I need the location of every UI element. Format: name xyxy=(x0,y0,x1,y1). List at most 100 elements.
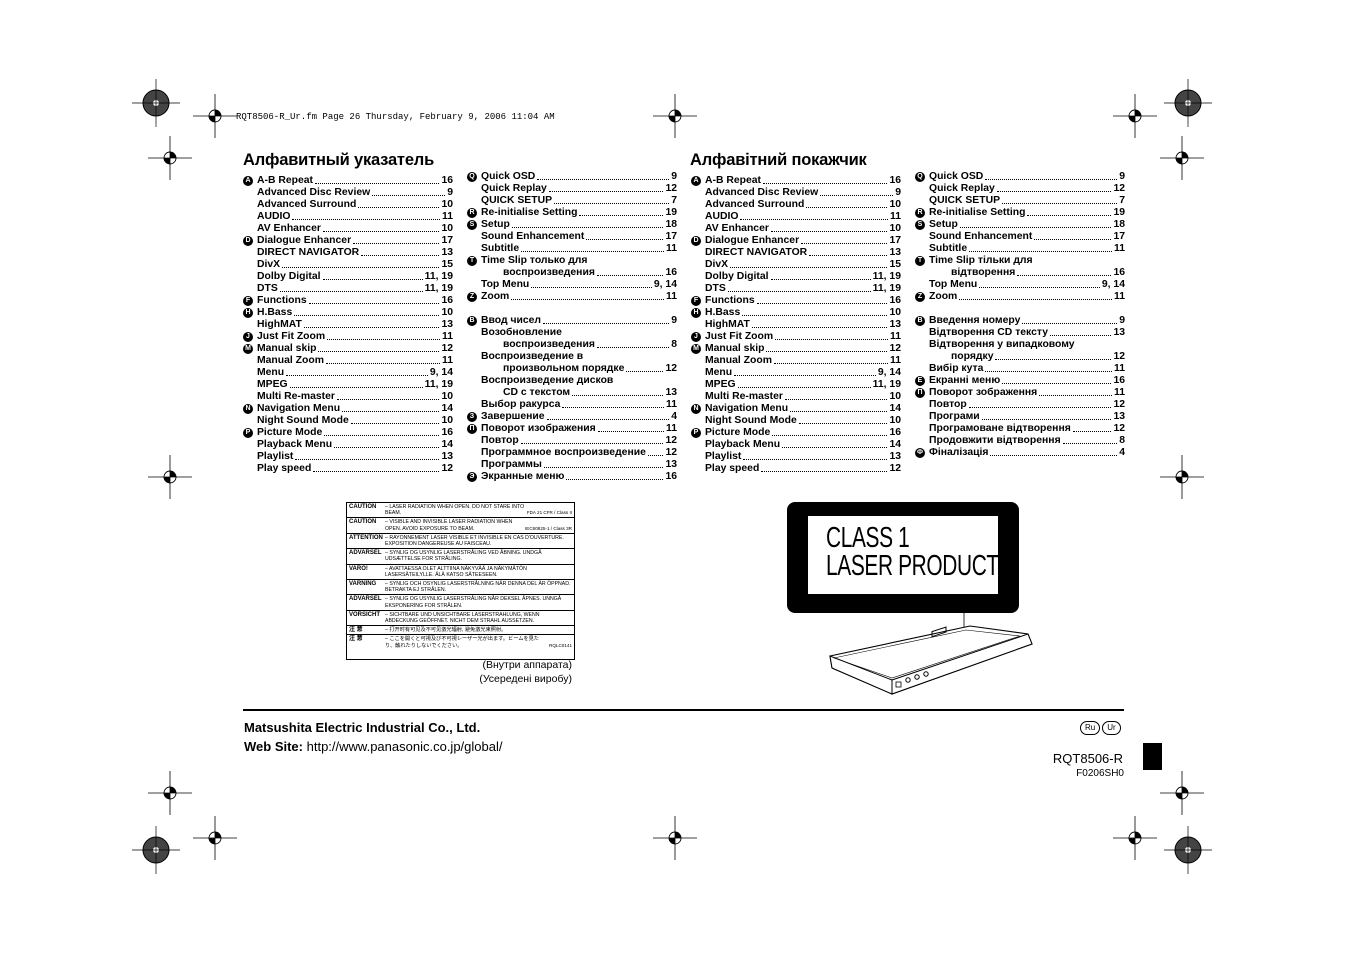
entry-text: DIRECT NAVIGATOR xyxy=(257,247,360,258)
entry-page: 12 xyxy=(665,363,677,374)
entry-text: Functions xyxy=(705,295,755,306)
caution-row: VORSICHT– SICHTBARE UND UNSICHTBARE LASE… xyxy=(347,611,574,627)
letter-badge: R xyxy=(915,208,925,218)
entry-page: 11, 19 xyxy=(872,379,901,390)
entry-text: Advanced Surround xyxy=(257,199,357,210)
entry-text: Subtitle xyxy=(481,243,520,254)
entry-page: 14 xyxy=(441,439,453,450)
website-url[interactable]: http://www.panasonic.co.jp/global/ xyxy=(306,739,503,754)
entry-page: 11 xyxy=(1114,291,1125,302)
index-entry: Відтворення у випадковому xyxy=(915,339,1125,351)
entry-page: 16 xyxy=(665,471,677,482)
entry-page: 10 xyxy=(889,199,901,210)
entry-page: 12 xyxy=(889,343,901,354)
entry-text: Воспроизведение дисков xyxy=(481,375,614,386)
entry-page: 9, 14 xyxy=(653,279,677,290)
entry-text: Відтворення у випадковому xyxy=(929,339,1075,350)
entry-text: Multi Re-master xyxy=(257,391,335,402)
letter-badge: A xyxy=(243,176,253,186)
entry-page: 14 xyxy=(889,439,901,450)
entry-page: 11 xyxy=(890,211,901,222)
entry-page: 10 xyxy=(889,223,901,234)
entry-page: 10 xyxy=(441,223,453,234)
letter-badge: J xyxy=(691,332,701,342)
entry-page: 9 xyxy=(1119,171,1125,182)
entry-page: 17 xyxy=(1113,231,1125,242)
caption-ru: (Внутри аппарата) xyxy=(482,659,572,671)
entry-page: 8 xyxy=(671,339,677,350)
class1-laser-label: CLASS 1 LASER PRODUCT xyxy=(787,502,1019,613)
entry-text: Functions xyxy=(257,295,307,306)
caution-row: ADVARSEL– SYNLIG OG USYNLIG LASERSTRÅLIN… xyxy=(347,595,574,611)
entry-page: 18 xyxy=(665,219,677,230)
entry-text: Dialogue Enhancer xyxy=(705,235,800,246)
entry-text: Playlist xyxy=(257,451,294,462)
entry-page: 10 xyxy=(889,391,901,402)
entry-page: 12 xyxy=(1113,351,1125,362)
entry-page: 11 xyxy=(666,243,677,254)
index-entry: Воспроизведение в xyxy=(467,351,677,363)
index-entry: Advanced Surround 10 xyxy=(243,199,453,211)
entry-text: DivX xyxy=(257,259,281,270)
entry-text: Програми xyxy=(929,411,980,422)
index-entry: DIRECT NAVIGATOR 13 xyxy=(243,247,453,259)
entry-text: Dolby Digital xyxy=(257,271,321,282)
entry-page: 10 xyxy=(441,307,453,318)
entry-text: Воспроизведение в xyxy=(481,351,584,362)
entry-page: 10 xyxy=(441,199,453,210)
entry-page: 13 xyxy=(441,247,453,258)
entry-text: HighMAT xyxy=(257,319,302,330)
lang-badge-uk: Ur xyxy=(1102,721,1121,735)
entry-page: 13 xyxy=(441,319,453,330)
website-line: Web Site: http://www.panasonic.co.jp/glo… xyxy=(244,739,502,754)
entry-page: 4 xyxy=(671,411,677,422)
entry-page: 16 xyxy=(889,295,901,306)
entry-text: Повтор xyxy=(481,435,519,446)
entry-text: Just Fit Zoom xyxy=(257,331,326,342)
caution-label: CAUTION– LASER RADIATION WHEN OPEN. DO N… xyxy=(346,502,575,660)
entry-text: Поворот изображения xyxy=(481,423,596,434)
caution-row: 注 意– ここを開くと可視及び不可視レーザー光が出ます。ビームを見たり、触れたり… xyxy=(347,635,574,649)
entry-text: Re-initialise Setting xyxy=(481,207,578,218)
entry-text: відтворення xyxy=(951,267,1016,278)
index-entry: Subtitle 11 xyxy=(467,243,677,255)
caution-row-text: – SYNLIG OG USYNLIG LASERSTRÅLING VED ÅB… xyxy=(385,550,542,563)
entry-text: Вибір кута xyxy=(929,363,984,374)
index-entry: HighMAT 13 xyxy=(243,319,453,331)
entry-text: Экранные меню xyxy=(481,471,565,482)
entry-text: Playback Menu xyxy=(257,439,333,450)
entry-page: 16 xyxy=(441,295,453,306)
caution-row: 注 意– 打开时有可见及不可见激光辐射, 避免激光束照射。 xyxy=(347,626,574,636)
entry-page: 11, 19 xyxy=(872,283,901,294)
entry-page: 12 xyxy=(1113,399,1125,410)
entry-page: 11 xyxy=(890,355,901,366)
entry-page: 16 xyxy=(1113,375,1125,386)
index-title-ru: Алфавитный указатель xyxy=(243,151,435,169)
entry-page: 13 xyxy=(889,247,901,258)
letter-badge: Z xyxy=(467,292,477,302)
entry-page: 17 xyxy=(665,231,677,242)
entry-text: Time Slip тільки для xyxy=(929,255,1033,266)
entry-page: 13 xyxy=(665,459,677,470)
entry-text: AV Enhancer xyxy=(257,223,321,234)
